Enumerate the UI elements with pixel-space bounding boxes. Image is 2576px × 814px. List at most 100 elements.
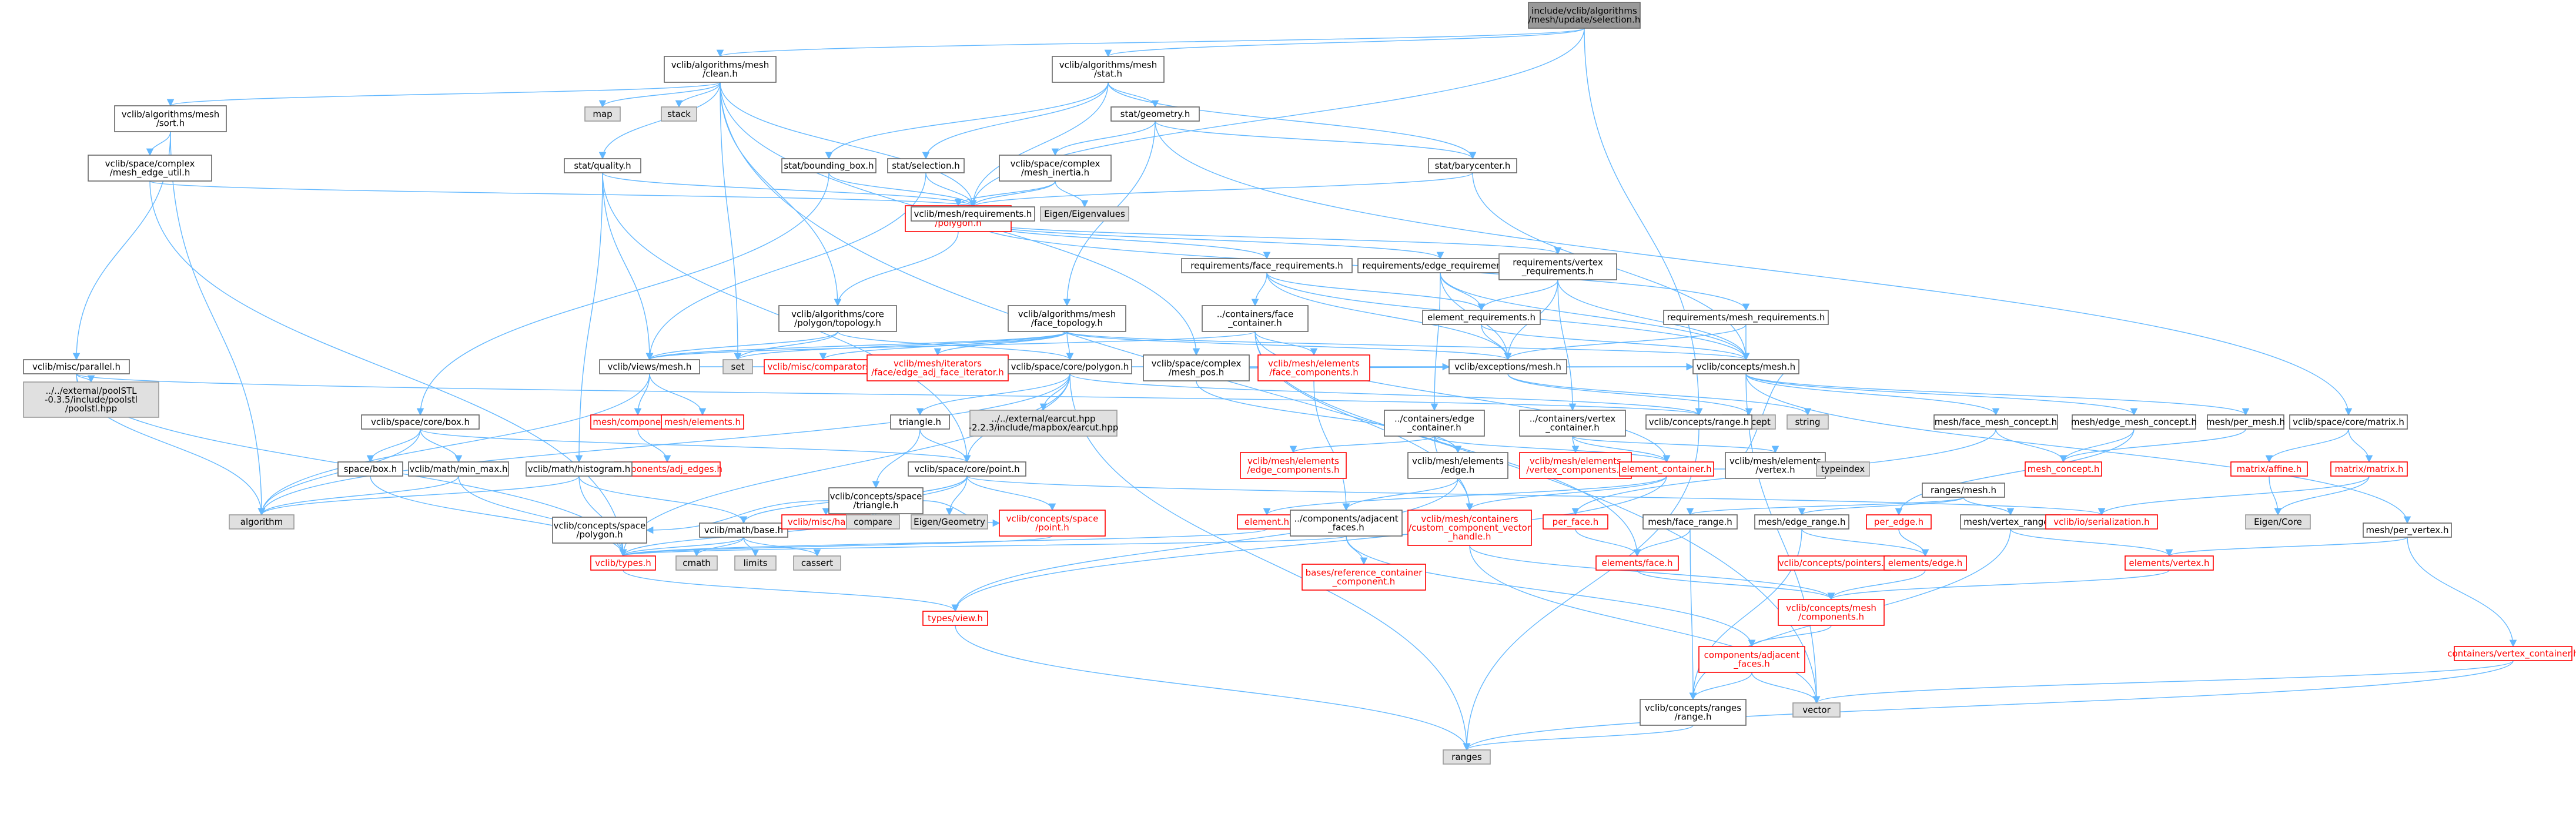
node-matrixmatrix[interactable]: matrix/matrix.h [2330, 461, 2408, 477]
node-faceconcept[interactable]: mesh/face_mesh_concept.h [1933, 414, 2058, 430]
node-eigenvals[interactable]: Eigen/Eigenvalues [1040, 206, 1129, 222]
node-label: ../containers/face [1217, 309, 1293, 320]
node-edgerange[interactable]: mesh/edge_range.h [1754, 514, 1849, 530]
node-refcont[interactable]: bases/reference_container_component.h [1302, 564, 1426, 591]
node-poolstl[interactable]: ../../external/poolSTL-0.3.5/include/poo… [23, 381, 159, 418]
node-comparators[interactable]: vclib/misc/comparators.h [764, 359, 882, 374]
node-clean[interactable]: vclib/algorithms/mesh/clean.h [664, 56, 777, 83]
node-ranges[interactable]: ranges [1443, 749, 1491, 765]
node-edgecont[interactable]: ../containers/edge_container.h [1384, 410, 1485, 437]
node-facerange[interactable]: mesh/face_range.h [1642, 514, 1738, 530]
node-facecomp[interactable]: vclib/mesh/elements/face_components.h [1257, 354, 1370, 381]
node-exmesh[interactable]: vclib/exceptions/mesh.h [1448, 359, 1567, 374]
node-cassert[interactable]: cassert [793, 555, 841, 571]
node-meshpos[interactable]: vclib/space/complex/mesh_pos.h [1143, 354, 1250, 381]
node-conpoint[interactable]: vclib/concepts/space/point.h [999, 510, 1106, 537]
edge-histogram-to-algorithm [257, 475, 580, 516]
node-inertia[interactable]: vclib/space/complex/mesh_inertia.h [999, 155, 1112, 182]
node-compadjfaces[interactable]: components/adjacent_faces.h [1698, 646, 1805, 673]
node-spacebox[interactable]: vclib/space/core/box.h [361, 414, 480, 430]
node-meshedge[interactable]: vclib/space/complex/mesh_edge_util.h [88, 155, 212, 182]
node-spacetri[interactable]: vclib/concepts/space/triangle.h [828, 487, 924, 514]
node-edgereq[interactable]: requirements/edge_requirements.h [1357, 258, 1523, 273]
node-edgecomps[interactable]: vclib/mesh/elements/edge_components.h [1240, 452, 1347, 479]
node-pervertex[interactable]: mesh/per_vertex.h [2363, 522, 2452, 538]
node-conranges[interactable]: vclib/concepts/ranges/range.h [1640, 699, 1747, 726]
node-earcut[interactable]: ../../external/earcut.hpp-2.2.3/include/… [969, 410, 1119, 437]
node-facereq[interactable]: requirements/face_requirements.h [1181, 258, 1353, 273]
node-sort[interactable]: vclib/algorithms/mesh/sort.h [114, 105, 227, 132]
node-cmath[interactable]: cmath [675, 555, 718, 571]
node-bbox[interactable]: stat/bounding_box.h [781, 158, 876, 173]
node-conmesh[interactable]: vclib/concepts/mesh.h [1692, 359, 1799, 374]
node-viewsmesh[interactable]: vclib/views/mesh.h [599, 359, 700, 374]
node-label: /face/edge_adj_face_iterator.h [871, 367, 1004, 378]
node-box [1884, 555, 1967, 571]
node-parallel[interactable]: vclib/misc/parallel.h [23, 359, 130, 374]
node-conrange[interactable]: vclib/concepts/range.h [1645, 414, 1752, 430]
node-algorithm[interactable]: algorithm [229, 514, 295, 530]
node-root[interactable]: include/vclib/algorithms/mesh/update/sel… [1528, 2, 1641, 29]
node-elemvertexh[interactable]: elements/vertex.h [2125, 555, 2214, 571]
node-box [564, 158, 641, 173]
node-meshconcept[interactable]: mesh_concept.h [2025, 461, 2102, 477]
node-element[interactable]: element.h [1237, 514, 1297, 530]
node-typeindex[interactable]: typeindex [1816, 461, 1870, 477]
node-mathbase[interactable]: vclib/math/base.h [699, 522, 788, 538]
node-meshreq[interactable]: vclib/mesh/requirements.h [911, 206, 1035, 222]
node-stat[interactable]: vclib/algorithms/mesh/stat.h [1052, 56, 1165, 83]
node-meshelems[interactable]: mesh/elements.h [661, 414, 744, 430]
node-map[interactable]: map [584, 106, 621, 122]
node-label: vclib/space/core/point.h [914, 464, 1019, 474]
node-boxh[interactable]: space/box.h [337, 461, 403, 477]
node-customvec[interactable]: vclib/mesh/containers/custom_component_v… [1407, 510, 1532, 546]
node-string[interactable]: string [1787, 414, 1829, 430]
node-spacematrix[interactable]: vclib/space/core/matrix.h [2289, 414, 2408, 430]
node-eigencore[interactable]: Eigen/Core [2245, 514, 2311, 530]
node-meshreqs[interactable]: requirements/mesh_requirements.h [1663, 310, 1829, 325]
node-vertcont[interactable]: ../containers/vertex_container.h [1519, 410, 1626, 437]
node-rangesmesh[interactable]: ranges/mesh.h [1922, 483, 2005, 498]
node-triangle[interactable]: triangle.h [890, 414, 950, 430]
node-facetopo[interactable]: vclib/algorithms/mesh/face_topology.h [1008, 305, 1126, 332]
node-matrixaffine[interactable]: matrix/affine.h [2230, 461, 2308, 477]
node-compare[interactable]: compare [846, 514, 900, 530]
node-spacepolyc[interactable]: vclib/concepts/space/polygon.h [552, 517, 647, 544]
node-elemreq[interactable]: element_requirements.h [1422, 310, 1541, 325]
node-vertcomps[interactable]: vclib/mesh/elements/vertex_components.h [1519, 452, 1632, 479]
node-typesview[interactable]: types/view.h [922, 611, 988, 626]
node-spacepoly[interactable]: vclib/space/core/polygon.h [1008, 359, 1132, 374]
node-topology[interactable]: vclib/algorithms/core/polygon/topology.h [778, 305, 897, 332]
node-vertcontainer[interactable]: containers/vertex_container.h [2447, 646, 2576, 661]
node-bary[interactable]: stat/barycenter.h [1428, 158, 1517, 173]
node-serial[interactable]: vclib/io/serialization.h [2045, 514, 2158, 530]
node-elemface[interactable]: elements/face.h [1595, 555, 1679, 571]
node-conmeshcomps[interactable]: vclib/concepts/mesh/components.h [1778, 599, 1885, 626]
node-perface[interactable]: per_face.h [1543, 514, 1608, 530]
node-elemedge[interactable]: vclib/mesh/elements/edge.h [1407, 452, 1508, 479]
node-peredge[interactable]: per_edge.h [1866, 514, 1932, 530]
node-statgeom[interactable]: stat/geometry.h [1110, 106, 1200, 122]
node-permesh[interactable]: mesh/per_mesh.h [2206, 414, 2285, 430]
node-edgeadj[interactable]: vclib/mesh/iterators/face/edge_adj_face_… [867, 354, 1009, 381]
node-limits[interactable]: limits [734, 555, 777, 571]
node-vertrange[interactable]: mesh/vertex_range.h [1960, 514, 2061, 530]
node-quality[interactable]: stat/quality.h [564, 158, 641, 173]
node-minmax[interactable]: vclib/math/min_max.h [408, 461, 509, 477]
node-types[interactable]: vclib/types.h [590, 555, 656, 571]
node-facecont[interactable]: ../containers/face_container.h [1202, 305, 1309, 332]
node-vector[interactable]: vector [1792, 702, 1841, 718]
node-conpointers[interactable]: vclib/concepts/pointers.h [1778, 555, 1891, 571]
node-spacepoint[interactable]: vclib/space/core/point.h [908, 461, 1026, 477]
node-edgeconcept[interactable]: mesh/edge_mesh_concept.h [2071, 414, 2197, 430]
node-elemcont[interactable]: element_container.h [1619, 461, 1714, 477]
node-histogram[interactable]: vclib/math/histogram.h [526, 461, 633, 477]
node-adjfaces[interactable]: ../components/adjacent_faces.h [1290, 510, 1403, 537]
node-set[interactable]: set [722, 359, 753, 374]
node-stack[interactable]: stack [661, 106, 697, 122]
node-elemvertex[interactable]: vclib/mesh/elements/vertex.h [1725, 452, 1826, 479]
node-eigengeom[interactable]: Eigen/Geometry [911, 514, 988, 530]
node-statsel[interactable]: stat/selection.h [887, 158, 965, 173]
node-elemedgeh[interactable]: elements/edge.h [1884, 555, 1967, 571]
node-vertreq[interactable]: requirements/vertex_requirements.h [1498, 253, 1617, 280]
